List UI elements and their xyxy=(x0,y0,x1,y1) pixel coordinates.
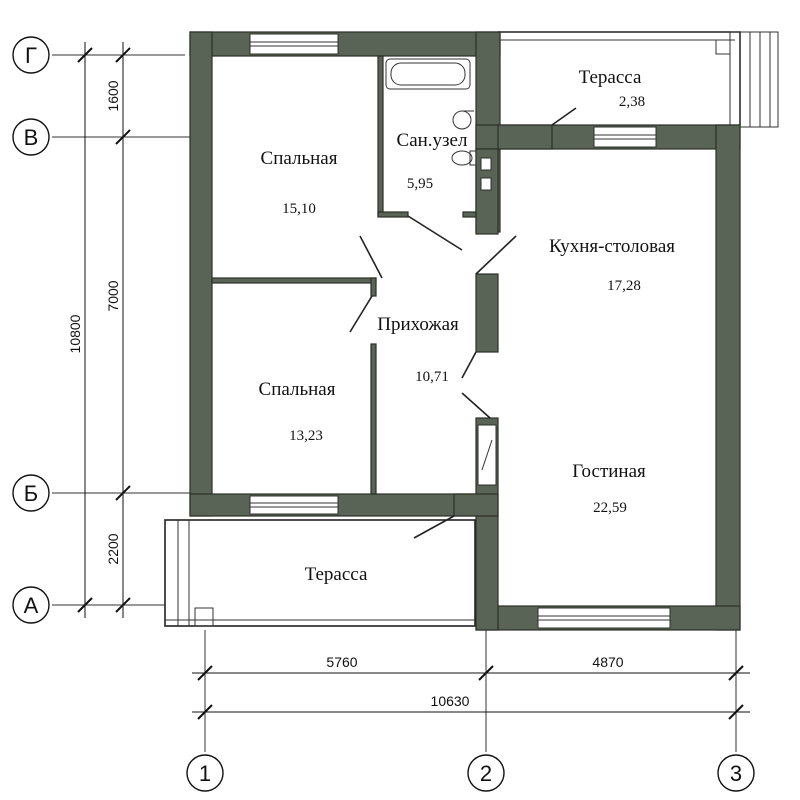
room-area-kitchen: 17,28 xyxy=(607,278,641,294)
terrace-bottom-outline xyxy=(164,519,476,627)
dim-tick xyxy=(728,665,744,681)
axis-label-2: 2 xyxy=(480,761,492,786)
dim-tick xyxy=(197,704,213,720)
axis-label-g: Г xyxy=(25,43,37,68)
dim-4870: 4870 xyxy=(592,654,623,670)
axis-lines xyxy=(52,54,737,752)
axis-bubble-g xyxy=(12,36,50,74)
wall-left xyxy=(189,31,213,517)
dim-tick xyxy=(478,665,494,681)
dim-tick xyxy=(115,597,131,613)
axis-bubbles: Г В Б А 1 2 3 xyxy=(12,36,755,792)
partition-bath-bottom-left xyxy=(377,211,409,218)
axis-bubble-3 xyxy=(717,754,755,792)
room-name-kitchen: Кухня-столовая xyxy=(549,236,675,257)
room-area-bedroom-bottom: 13,23 xyxy=(289,428,323,444)
horizontal-dimensions: 5760 4870 10630 xyxy=(192,654,750,720)
vent xyxy=(480,157,492,171)
wall-top xyxy=(189,31,501,57)
bathroom-fixtures xyxy=(385,58,477,166)
room-name-terrace-top: Терасса xyxy=(579,67,642,88)
door-bathroom xyxy=(407,215,463,251)
dim-10630: 10630 xyxy=(431,693,470,709)
window-living xyxy=(537,607,671,629)
door-bedroom-bottom xyxy=(349,295,373,333)
partition-bath-left xyxy=(377,55,384,217)
door-kitchen xyxy=(475,235,517,275)
window-bedroom-top xyxy=(249,33,339,55)
wall-right xyxy=(715,124,741,631)
bathtub xyxy=(385,58,471,90)
room-name-living: Гостиная xyxy=(572,461,646,482)
dim-tick xyxy=(115,129,131,145)
room-labels: Спальная 15,10 Сан.узел 5,95 Терасса 2,3… xyxy=(259,67,676,585)
terrace-top-stairs xyxy=(729,31,779,128)
sink xyxy=(452,110,472,130)
terrace-top xyxy=(498,31,779,128)
axis-bubble-1 xyxy=(186,754,224,792)
dim-5760: 5760 xyxy=(326,654,357,670)
dim-tick xyxy=(197,665,213,681)
wall-kitchen-hall xyxy=(475,273,499,353)
dim-tick xyxy=(77,47,93,63)
room-area-living: 22,59 xyxy=(593,500,627,516)
dim-tick xyxy=(728,704,744,720)
room-area-bedroom-top: 15,10 xyxy=(282,201,316,217)
partition-bedrooms xyxy=(211,277,377,284)
dim-tick xyxy=(77,597,93,613)
door-entrance xyxy=(413,515,455,539)
axis-label-3: 3 xyxy=(730,761,742,786)
axis-bubble-v xyxy=(12,118,50,156)
axis-bubble-a xyxy=(12,586,50,624)
dim-tick xyxy=(115,485,131,501)
wall-stub xyxy=(453,493,499,517)
window-kitchen xyxy=(593,126,657,148)
dim-tick xyxy=(115,47,131,63)
wall-terrace-door-stub xyxy=(497,124,553,150)
partition-bedroom2-right xyxy=(370,343,377,495)
interior-partitions xyxy=(211,55,499,495)
axis-bubble-2 xyxy=(467,754,505,792)
bathtub-inner xyxy=(390,62,466,86)
toilet xyxy=(451,150,473,166)
dim-10800: 10800 xyxy=(67,314,83,353)
axis-label-b: Б xyxy=(24,481,38,506)
room-name-bathroom: Сан.узел xyxy=(397,130,468,151)
terrace-bottom xyxy=(164,519,476,627)
door-hall-upper xyxy=(461,351,477,379)
door-living xyxy=(461,392,491,419)
room-name-bedroom-bottom: Спальная xyxy=(259,379,336,400)
room-name-hallway: Прихожая xyxy=(377,314,459,335)
room-name-terrace-bottom: Терасса xyxy=(305,564,368,585)
room-area-terrace-top: 2,38 xyxy=(619,94,645,110)
vertical-dimensions: 1600 7000 2200 10800 xyxy=(67,42,131,618)
room-name-bedroom-top: Спальная xyxy=(261,148,338,169)
exterior-walls xyxy=(189,31,741,631)
axis-label-1: 1 xyxy=(199,761,211,786)
terrace-bottom-post xyxy=(194,607,214,627)
doors xyxy=(349,107,577,539)
window-bedroom-bottom xyxy=(249,495,339,515)
dim-2200: 2200 xyxy=(105,533,121,564)
partition-bedroom2-top xyxy=(370,277,377,297)
axis-label-v: В xyxy=(24,125,39,150)
room-area-hallway: 10,71 xyxy=(415,369,449,385)
door-terrace-top xyxy=(551,107,577,126)
axis-label-a: А xyxy=(24,593,39,618)
terrace-top-post xyxy=(715,39,731,55)
toilet-tank xyxy=(469,150,477,166)
vent xyxy=(480,177,492,191)
window-pane xyxy=(481,439,493,471)
room-area-bathroom: 5,95 xyxy=(407,176,433,192)
partition-bath-bottom-right xyxy=(462,211,477,218)
dim-1600: 1600 xyxy=(105,80,121,111)
windows xyxy=(249,33,671,629)
door-bedroom-top xyxy=(359,235,383,279)
dim-7000: 7000 xyxy=(105,280,121,311)
axis-bubble-b xyxy=(12,474,50,512)
